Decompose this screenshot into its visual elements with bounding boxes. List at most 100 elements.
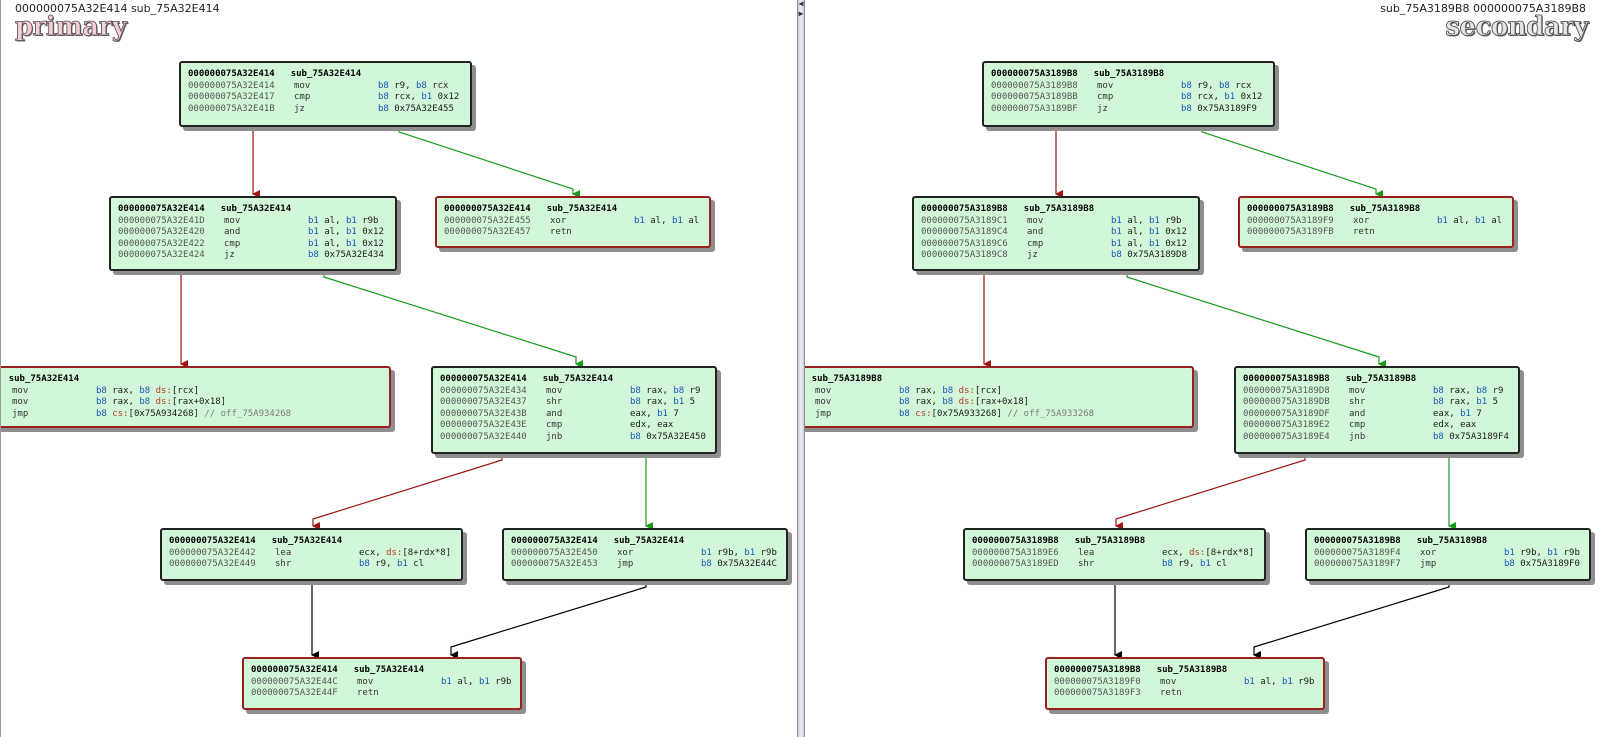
instruction-operands: b8 rax, b1 5: [1433, 397, 1499, 407]
instruction-address: 000000075A3189F4: [1314, 547, 1401, 558]
instruction-row[interactable]: 000000075A3189CAmovb8 rax, b8 ds:[rcx]: [805, 386, 1192, 398]
block-function-name: sub_75A3189B8: [1345, 374, 1417, 384]
edge-uncond: [1253, 581, 1450, 659]
instruction-row[interactable]: 000000075A3189CDmovb8 rax, b8 ds:[rax+0x…: [805, 397, 1192, 409]
basic-block[interactable]: 000000075A3189B8sub_75A3189B8000000075A3…: [805, 366, 1194, 428]
instruction-operands: b8 0x75A3189F0: [1504, 559, 1580, 569]
secondary-graph-pane[interactable]: sub_75A3189B8 000000075A3189B8 secondary…: [805, 0, 1600, 737]
instruction-address: 000000075A32E437: [440, 397, 527, 407]
instruction-row[interactable]: 000000075A32E42Djmpb8 cs:[0x75A934268] /…: [1, 409, 389, 421]
block-function-name: sub_75A3189B8: [811, 374, 883, 384]
instruction-operands: b8 rax, b8 ds:[rcx]: [96, 385, 199, 396]
instruction-operands: b8 cs:[0x75A933268] // off_75A933268: [899, 408, 1095, 419]
collapse-left-arrow-icon[interactable]: ◀: [798, 0, 804, 8]
instruction-mnemonic: jmp: [617, 559, 634, 569]
instruction-mnemonic: cmp: [1027, 238, 1044, 249]
instruction-row[interactable]: 000000075A32E429movb8 rax, b8 ds:[rax+0x…: [1, 397, 389, 409]
instruction-operands: eax, b1 7: [630, 408, 679, 419]
block-address: 000000075A32E414: [440, 374, 527, 384]
block-function-name: sub_75A32E414: [613, 536, 685, 546]
block-address: 000000075A3189B8: [1054, 665, 1141, 675]
block-function-name: sub_75A3189B8: [1416, 536, 1488, 546]
instruction-row[interactable]: 000000075A32E426movb8 rax, b8 ds:[rcx]: [1, 385, 389, 398]
instruction-mnemonic: retn: [1160, 688, 1182, 698]
instruction-address: 000000075A3189E6: [972, 547, 1059, 558]
instruction-address: 000000075A32E449: [169, 559, 256, 569]
instruction-address: 000000075A3189CA: [805, 386, 815, 398]
instruction-row[interactable]: 000000075A3189D1jmpb8 cs:[0x75A933268] /…: [805, 409, 1192, 421]
collapse-right-arrow-icon[interactable]: ▶: [798, 9, 804, 18]
instruction-mnemonic: and: [1027, 227, 1044, 237]
edge-true: [1201, 127, 1383, 198]
basic-block[interactable]: 000000075A32E414sub_75A32E414000000075A3…: [1, 366, 391, 428]
instruction-mnemonic: jz: [1027, 250, 1038, 260]
primary-graph-pane[interactable]: 000000075A32E414 sub_75A32E414 primary 0…: [0, 0, 798, 737]
instruction-mnemonic: jmp: [815, 408, 832, 419]
instruction-operands: b1 al, b1 0x12: [1111, 238, 1187, 249]
instruction-mnemonic: cmp: [294, 92, 311, 102]
instruction-address: 000000075A32E429: [1, 397, 12, 409]
instruction-operands: b1 al, b1 0x12: [1111, 227, 1187, 237]
block-address: 000000075A32E414: [444, 204, 531, 214]
pane-splitter[interactable]: ◀ ▶: [797, 0, 805, 737]
